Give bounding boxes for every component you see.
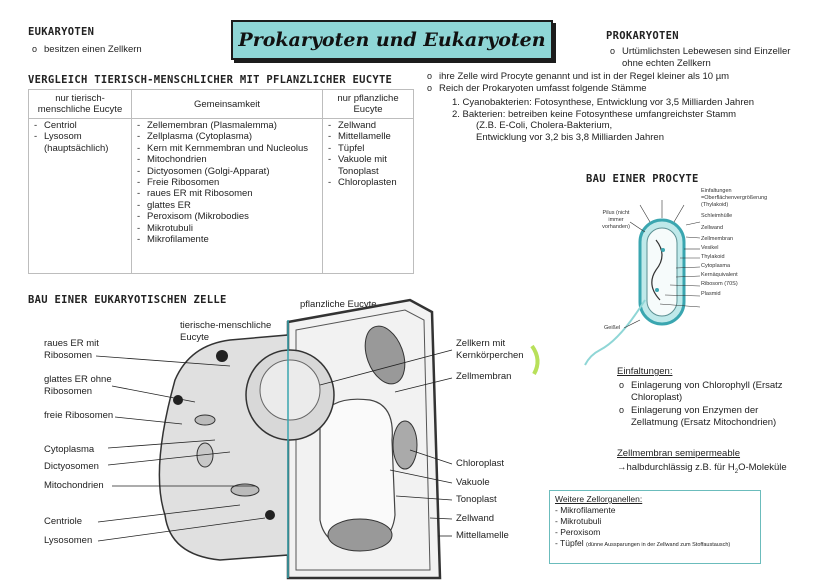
procyte-label: Ribosom (70S) bbox=[701, 281, 738, 287]
list-item: Mittellamelle bbox=[327, 131, 409, 143]
membran-text-after: O-Moleküle bbox=[738, 462, 787, 473]
label-dictyosomen: Dictyosomen bbox=[44, 461, 99, 472]
membran-subscript: 2 bbox=[734, 468, 739, 475]
procyte-label: Zellwand bbox=[701, 225, 724, 231]
prokaryoten-heading: PROKARYOTEN bbox=[606, 30, 679, 42]
label-mittellamelle: Mittellamelle bbox=[456, 530, 509, 541]
label-zellmembran: Zellmembran bbox=[456, 371, 512, 382]
table-header: nur tierisch-menschliche Eucyte bbox=[28, 89, 132, 119]
label-tonoplast: Tonoplast bbox=[456, 494, 497, 505]
eukaryoten-list: besitzen einen Zellkern bbox=[30, 44, 220, 56]
comparison-table: nur tierisch-menschliche Eucyte Gemeinsa… bbox=[28, 89, 414, 274]
procyte-labels: Einfaltungen =Oberflächenvergrößerung (T… bbox=[701, 188, 821, 298]
weitere-item: - Tüpfel (dünne Aussparungen in der Zell… bbox=[555, 538, 731, 548]
procyte-label: Vesikel bbox=[701, 245, 719, 251]
list-item: Urtümlichsten Lebewesen sind Einzeller o… bbox=[608, 46, 808, 69]
procyte-label: Schleimhülle bbox=[701, 213, 733, 219]
page-title: Prokaryoten und Eukaryoten bbox=[238, 29, 546, 51]
label-zellwand: Zellwand bbox=[456, 513, 495, 524]
list-item: Mikrotubuli bbox=[136, 223, 318, 235]
animal-cell bbox=[158, 334, 335, 561]
label-centriole: Centriole bbox=[44, 516, 83, 527]
label-vakuole: Vakuole bbox=[456, 477, 490, 488]
list-item: Lysosom (hauptsächlich) bbox=[33, 131, 127, 154]
einfaltungen-list: Einlagerung von Chlorophyll (Ersatz Chlo… bbox=[617, 380, 807, 428]
label-lysosomen: Lysosomen bbox=[44, 535, 93, 546]
plant-cell-label: pflanzliche Eucyte bbox=[300, 299, 377, 310]
common-column: Zellemembran (Plasmalemma) Zellplasma (C… bbox=[131, 118, 323, 274]
label-cytoplasma: Cytoplasma bbox=[44, 444, 95, 455]
plant-column: Zellwand Mittellamelle Tüpfel Vakuole mi… bbox=[322, 118, 414, 274]
list-item: Reich der Prokaryoten umfasst folgende S… bbox=[425, 83, 820, 95]
highlight-mark bbox=[530, 344, 540, 375]
pilus-label: Pilus (nicht immer vorhanden) bbox=[602, 210, 630, 230]
prokaryoten-stamm-list: 1. Cyanobakterien: Fotosynthese, Entwick… bbox=[452, 97, 812, 143]
right-label-lines bbox=[319, 349, 453, 537]
weitere-heading: Weitere Zellorganellen: bbox=[555, 494, 643, 504]
list-item: Chloroplasten bbox=[327, 177, 409, 189]
membran-heading: Zellmembran semipermeable bbox=[617, 448, 741, 459]
weitere-item: - Mikrotubuli bbox=[555, 516, 602, 526]
label-glattes-er: glattes ER ohne Ribosomen bbox=[44, 374, 112, 397]
list-item: Mikrofilamente bbox=[136, 234, 318, 246]
list-item: Dictyosomen (Golgi-Apparat) bbox=[136, 166, 318, 178]
plant-cell bbox=[286, 298, 442, 580]
procyte-label: Kernäquivalent bbox=[701, 272, 738, 278]
weitere-item: - Peroxisom bbox=[555, 527, 601, 537]
weitere-item: - Mikrofilamente bbox=[555, 505, 616, 515]
list-item: raues ER mit Ribosomen bbox=[136, 188, 318, 200]
procyte-label: Thylakoid bbox=[701, 254, 725, 260]
list-item: Einlagerung von Chlorophyll (Ersatz Chlo… bbox=[617, 380, 807, 403]
eukaryoten-heading: EUKARYOTEN bbox=[28, 26, 95, 38]
eukaryotic-cell-heading: BAU EINER EUKARYOTISCHEN ZELLE bbox=[28, 294, 227, 306]
table-header: nur pflanzliche Eucyte bbox=[322, 89, 414, 119]
list-item: Peroxisom (Mikrobodies bbox=[136, 211, 318, 223]
label-mitochondrien: Mitochondrien bbox=[44, 480, 104, 491]
list-item: Freie Ribosomen bbox=[136, 177, 318, 189]
list-item: Kern mit Kernmembran und Nucleolus bbox=[136, 143, 318, 155]
list-item: (Z.B. E-Coli, Cholera-Bakterium, bbox=[476, 120, 613, 131]
label-freie-ribosomen: freie Ribosomen bbox=[44, 410, 114, 421]
comparison-heading: VERGLEICH TIERISCH-MENSCHLICHER MIT PFLA… bbox=[28, 74, 393, 86]
procyte-drawing bbox=[584, 200, 701, 366]
list-item: Centriol bbox=[33, 120, 127, 132]
weitere-box: Weitere Zellorganellen: - Mikrofilamente… bbox=[549, 490, 761, 564]
list-item: 1. Cyanobakterien: Fotosynthese, Entwick… bbox=[452, 97, 755, 108]
membran-text: →halbdurchlässig z.B. für H2O-Moleküle bbox=[617, 462, 787, 475]
list-item: Vakuole mit Tonoplast bbox=[327, 154, 409, 177]
einfaltungen-heading: Einfaltungen: bbox=[617, 366, 673, 377]
procyte-label: Cytoplasma bbox=[701, 263, 731, 269]
animal-cell-label: tierische-menschliche Eucyte bbox=[180, 320, 272, 343]
list-item: Einlagerung von Enzymen der Zellatmung (… bbox=[617, 405, 807, 428]
procyte-label: Plasmid bbox=[701, 291, 721, 297]
list-item: Tüpfel bbox=[327, 143, 409, 155]
label-zellkern: Zellkern mit Kernkörperchen bbox=[456, 338, 524, 361]
list-item: glattes ER bbox=[136, 200, 318, 212]
geissel-label: Geißel bbox=[604, 325, 621, 331]
list-item: Zellplasma (Cytoplasma) bbox=[136, 131, 318, 143]
left-label-lines bbox=[95, 355, 266, 542]
procyte-label: =Oberflächenvergrößerung bbox=[701, 195, 768, 201]
list-item: 2. Bakterien: betreiben keine Fotosynthe… bbox=[452, 108, 737, 120]
title-banner: Prokaryoten und Eukaryoten bbox=[231, 20, 553, 60]
list-item: besitzen einen Zellkern bbox=[30, 44, 220, 56]
procyte-label: (Thylakoid) bbox=[701, 202, 729, 208]
list-item: Zellemembran (Plasmalemma) bbox=[136, 120, 318, 132]
prokaryoten-list-2: ihre Zelle wird Procyte genannt und ist … bbox=[425, 71, 820, 94]
procyte-label: Zellmembran bbox=[701, 236, 734, 242]
procyte-heading: BAU EINER PROCYTE bbox=[586, 173, 699, 185]
list-item: Entwicklung vor 3,2 bis 3,8 Milliarden J… bbox=[476, 131, 664, 143]
prokaryoten-list-1: Urtümlichsten Lebewesen sind Einzeller o… bbox=[608, 46, 808, 69]
list-item: Zellwand bbox=[327, 120, 409, 132]
procyte-label: Einfaltungen bbox=[701, 188, 732, 194]
label-raues-er: raues ER mit Ribosomen bbox=[44, 338, 99, 361]
list-item: Mitochondrien bbox=[136, 154, 318, 166]
list-item: ihre Zelle wird Procyte genannt und ist … bbox=[425, 71, 820, 83]
label-chloroplast: Chloroplast bbox=[456, 458, 505, 469]
membran-text-before: →halbdurchlässig z.B. für H bbox=[617, 462, 735, 473]
